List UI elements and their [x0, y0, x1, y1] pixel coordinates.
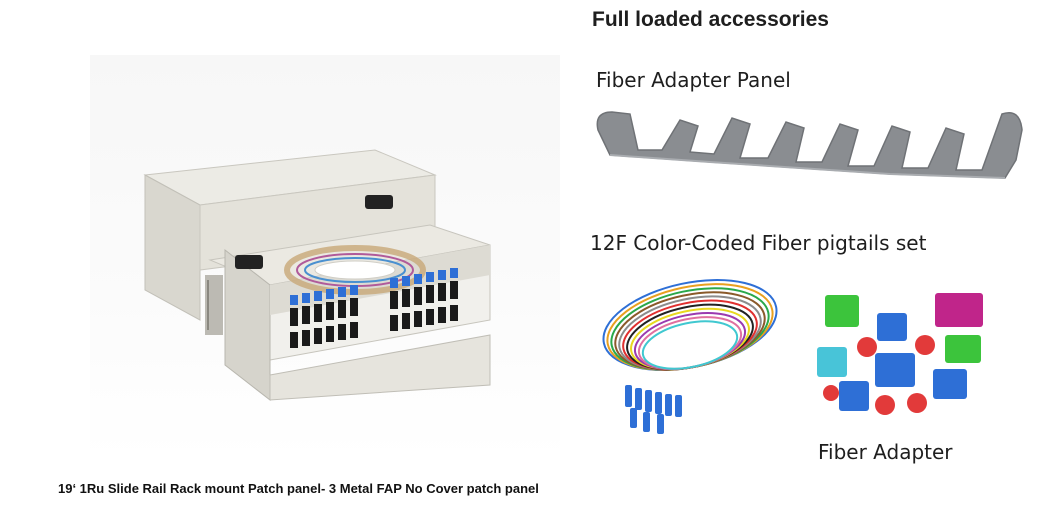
accessories-heading: Full loaded accessories [592, 8, 829, 31]
pigtails-photo [595, 270, 795, 440]
adapters-photo [805, 285, 1005, 430]
adapter-panel-photo [590, 100, 1035, 185]
pigtails-heading: 12F Color-Coded Fiber pigtails set [590, 231, 927, 255]
patch-panel-photo [130, 120, 550, 420]
adapter-panel-heading: Fiber Adapter Panel [596, 68, 791, 92]
product-caption: 19‘ 1Ru Slide Rail Rack mount Patch pane… [58, 481, 539, 496]
adapter-heading: Fiber Adapter [818, 440, 953, 464]
